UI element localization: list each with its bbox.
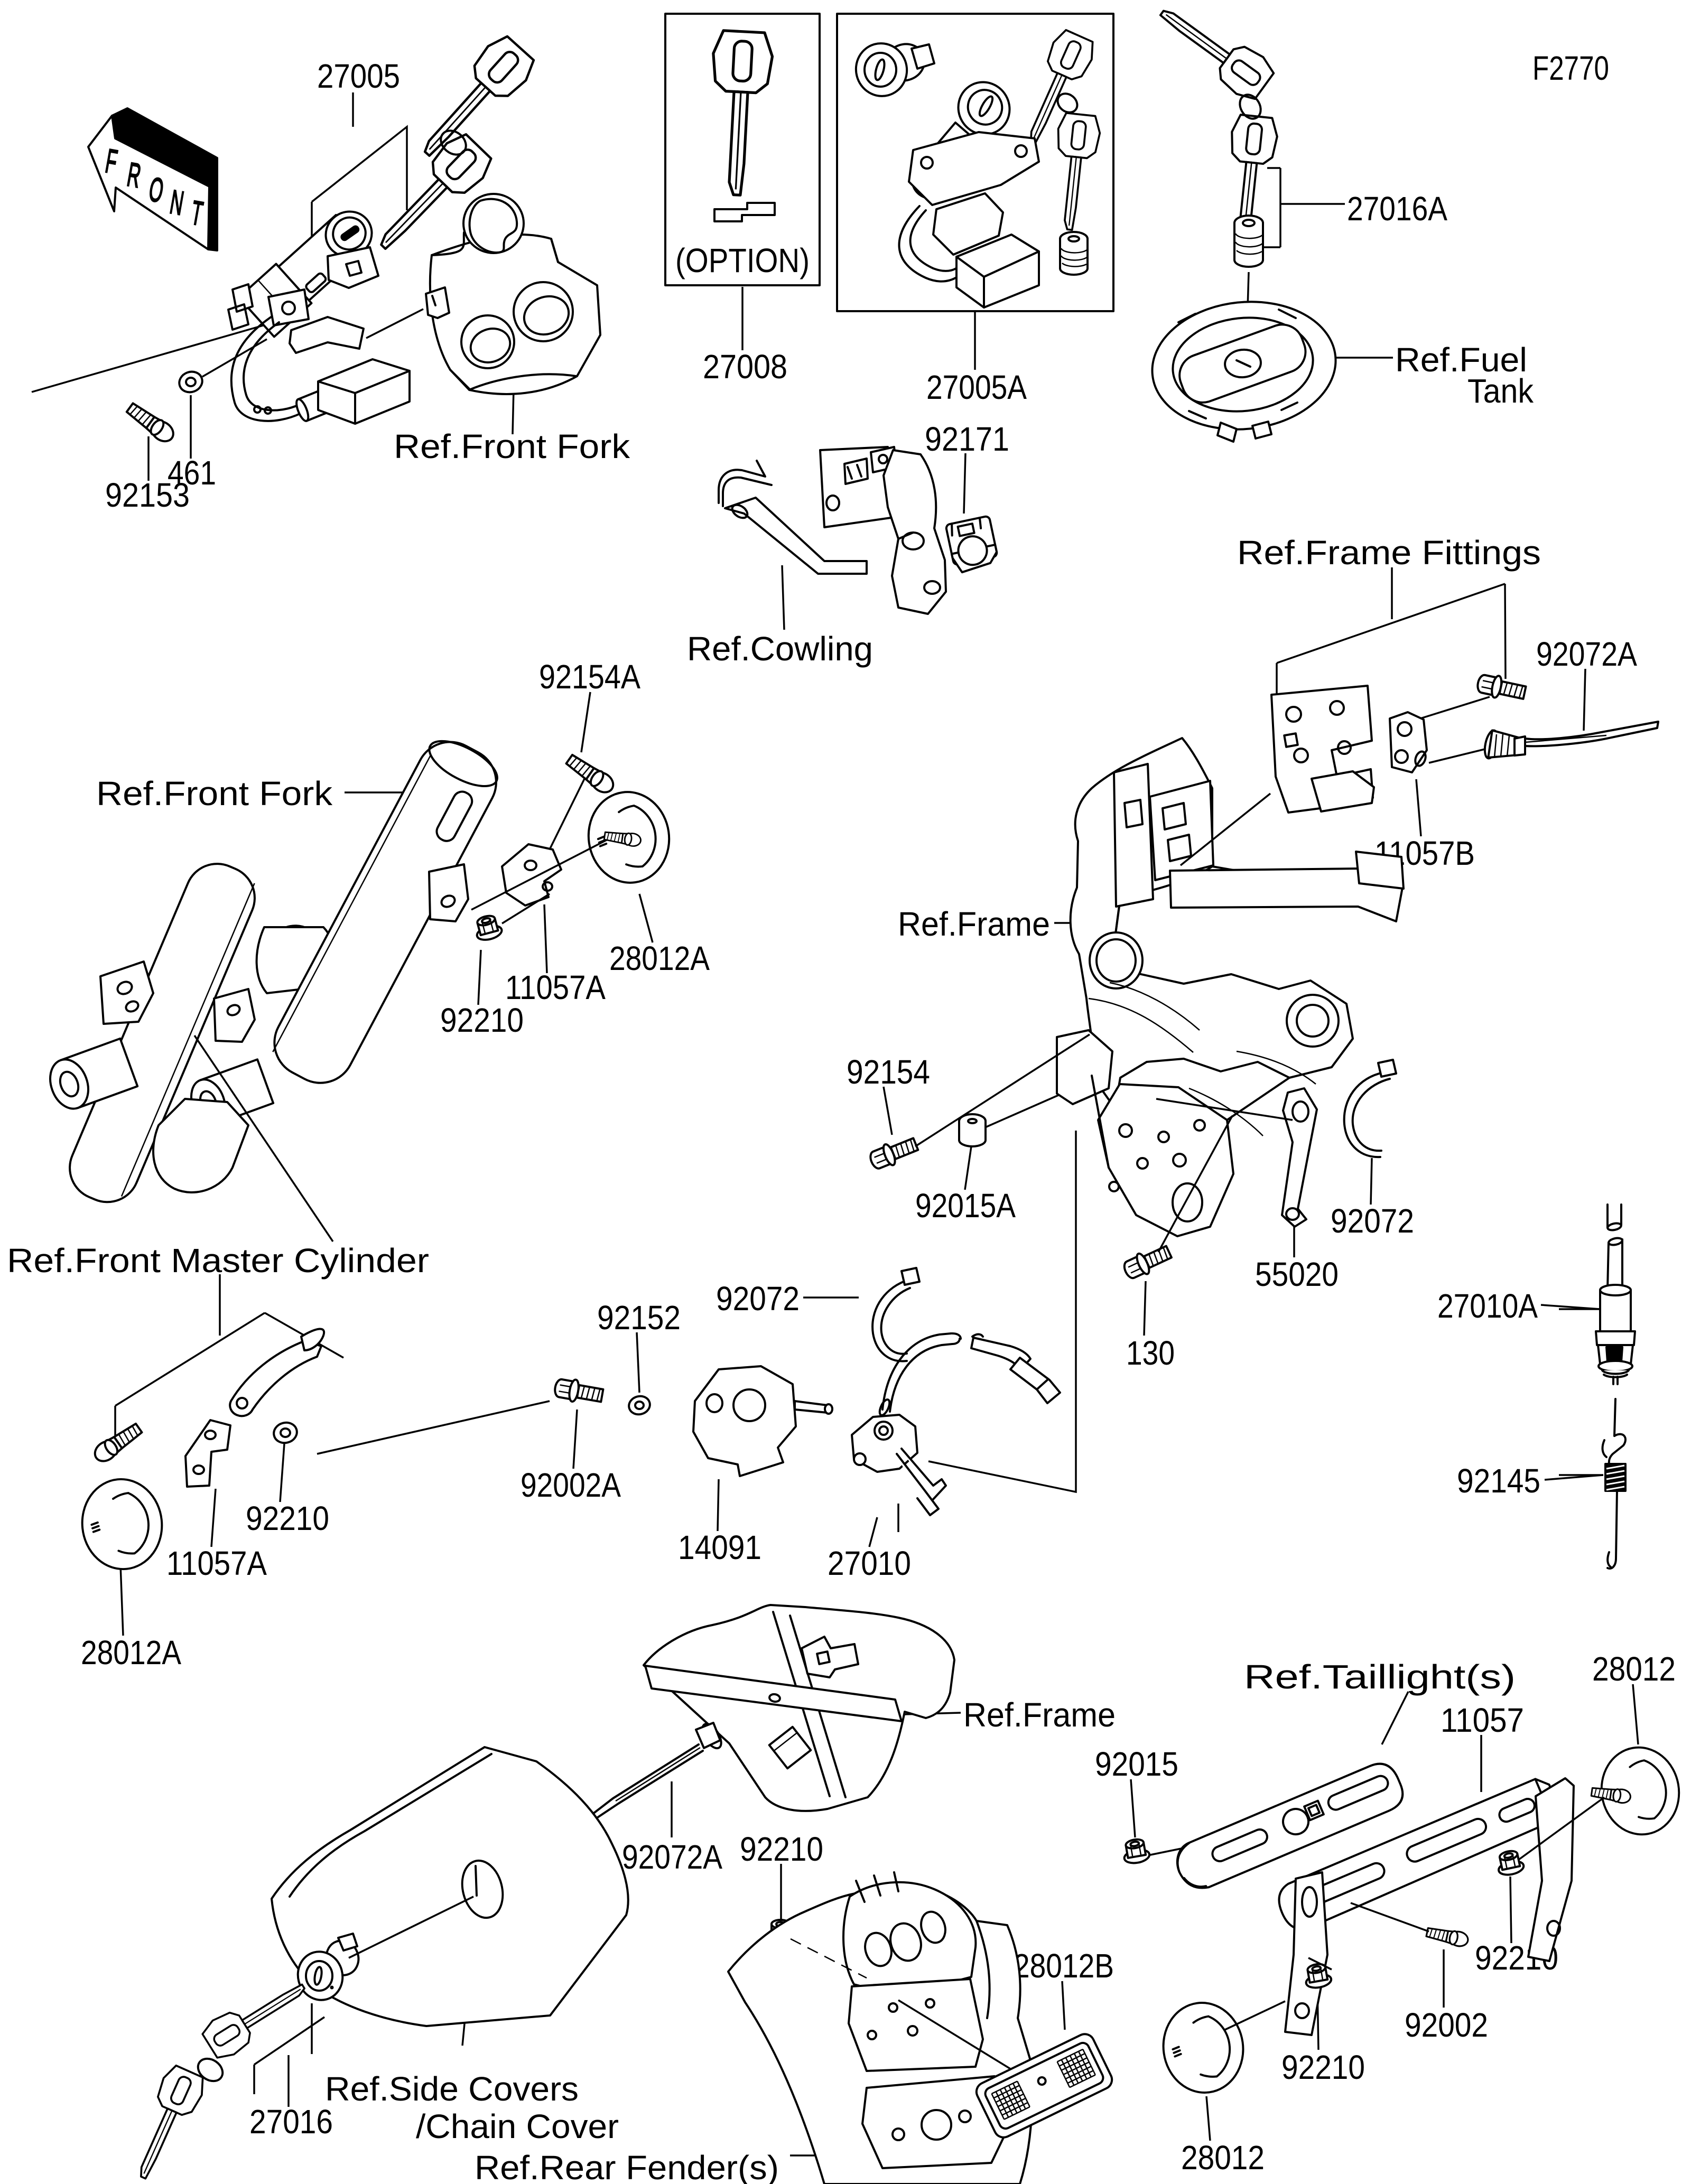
svg-text:92002A: 92002A <box>521 1466 621 1504</box>
svg-text:Ref.Fuel: Ref.Fuel <box>1395 341 1527 379</box>
svg-text:Ref.Front Fork: Ref.Front Fork <box>96 774 333 813</box>
svg-text:27016: 27016 <box>249 2103 333 2141</box>
svg-text:92154A: 92154A <box>539 658 640 696</box>
svg-text:92210: 92210 <box>1281 2048 1365 2086</box>
svg-text:55020: 55020 <box>1255 1255 1339 1293</box>
svg-text:92210: 92210 <box>740 1830 823 1868</box>
svg-text:Ref.Side Covers: Ref.Side Covers <box>325 2070 579 2108</box>
svg-text:28012: 28012 <box>1592 1650 1676 1688</box>
svg-text:Ref.Cowling: Ref.Cowling <box>687 630 873 668</box>
svg-text:11057: 11057 <box>1441 1701 1524 1739</box>
svg-text:11057A: 11057A <box>505 968 606 1006</box>
svg-text:11057A: 11057A <box>166 1544 267 1582</box>
svg-text:92153: 92153 <box>105 476 190 514</box>
svg-text:27005: 27005 <box>317 57 400 95</box>
svg-text:27008: 27008 <box>703 348 787 386</box>
svg-text:28012B: 28012B <box>1014 1947 1114 1985</box>
svg-text:92210: 92210 <box>440 1001 524 1039</box>
svg-text:92072A: 92072A <box>1536 635 1637 673</box>
svg-text:Ref.Frame: Ref.Frame <box>963 1696 1116 1734</box>
svg-text:Ref.Front Master Cylinder: Ref.Front Master Cylinder <box>7 1242 429 1280</box>
svg-text:92015A: 92015A <box>915 1187 1016 1225</box>
svg-text:(OPTION): (OPTION) <box>675 241 810 279</box>
svg-text:Ref.Frame: Ref.Frame <box>898 905 1050 943</box>
svg-text:461: 461 <box>168 454 216 492</box>
svg-text:92072A: 92072A <box>622 1838 722 1876</box>
svg-text:92072: 92072 <box>716 1280 800 1318</box>
svg-text:92171: 92171 <box>925 420 1009 458</box>
svg-text:130: 130 <box>1126 1334 1175 1372</box>
svg-text:92072: 92072 <box>1331 1202 1414 1240</box>
svg-text:92152: 92152 <box>597 1299 681 1337</box>
svg-text:92015: 92015 <box>1095 1745 1178 1783</box>
svg-text:27005A: 27005A <box>926 368 1027 406</box>
svg-text:92002: 92002 <box>1405 2006 1488 2044</box>
svg-text:27010A: 27010A <box>1437 1287 1538 1325</box>
svg-text:14091: 14091 <box>678 1528 761 1566</box>
svg-text:Ref.Frame Fittings: Ref.Frame Fittings <box>1237 534 1541 572</box>
svg-text:Ref.Taillight(s): Ref.Taillight(s) <box>1244 1658 1516 1696</box>
svg-text:Tank: Tank <box>1467 372 1534 410</box>
svg-text:/Chain Cover: /Chain Cover <box>416 2107 619 2145</box>
svg-text:92210: 92210 <box>246 1499 329 1537</box>
svg-text:Ref.Rear Fender(s): Ref.Rear Fender(s) <box>475 2149 779 2184</box>
svg-text:28012A: 28012A <box>609 939 710 977</box>
svg-text:28012A: 28012A <box>81 1634 181 1672</box>
svg-text:F2770: F2770 <box>1532 49 1609 87</box>
svg-text:28012: 28012 <box>1181 2139 1265 2177</box>
svg-text:92145: 92145 <box>1457 1462 1540 1500</box>
svg-text:27016A: 27016A <box>1347 190 1447 228</box>
svg-text:92154: 92154 <box>847 1053 930 1091</box>
svg-text:27010: 27010 <box>828 1544 911 1582</box>
